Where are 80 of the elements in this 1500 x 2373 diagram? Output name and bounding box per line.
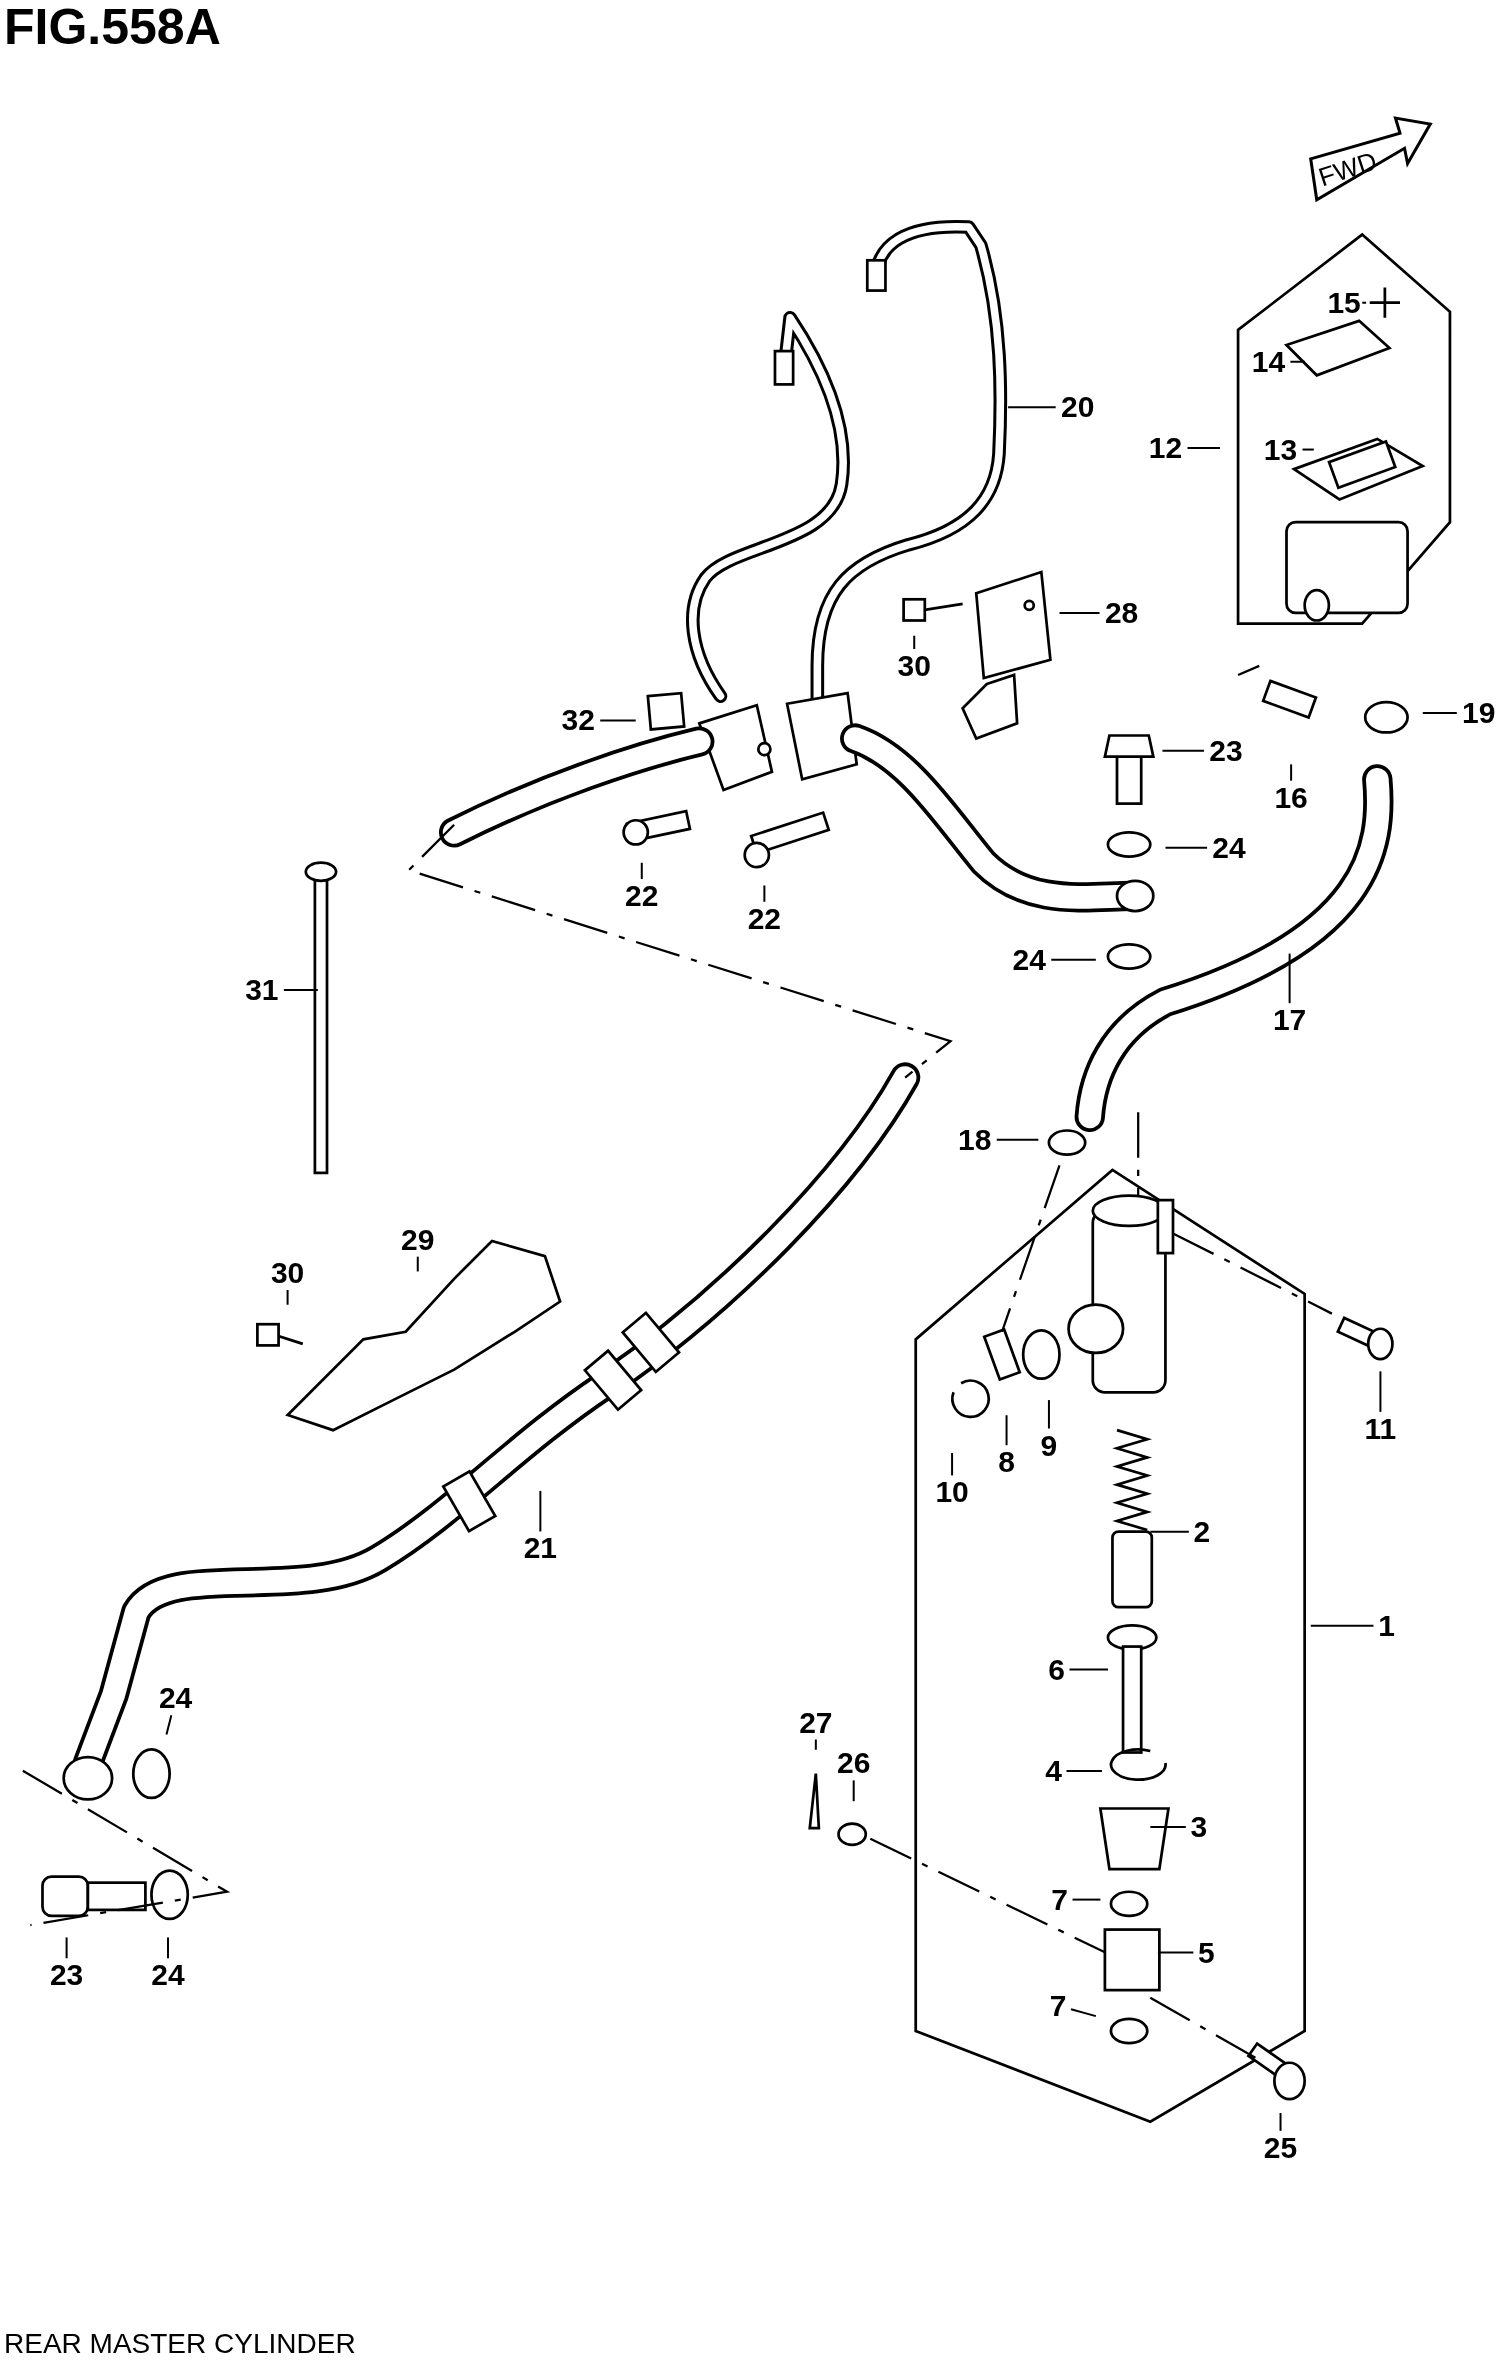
leader-line — [1164, 846, 1209, 849]
leader-line — [1186, 447, 1221, 450]
callout-number: 11 — [1364, 1413, 1397, 1444]
callout-number: 5 — [1198, 1937, 1215, 1968]
callout-number: 19 — [1462, 697, 1496, 728]
leader-line — [1421, 711, 1458, 714]
leader-line — [852, 1779, 855, 1803]
callout-number: 23 — [49, 1960, 84, 1991]
callout-number: 29 — [401, 1224, 435, 1255]
callout-number: 17 — [1272, 1005, 1307, 1036]
leader-line — [599, 719, 637, 722]
leader-line — [1070, 2008, 1097, 2018]
callout-number: 24 — [1012, 944, 1046, 975]
leader-line — [539, 1489, 542, 1533]
leader-line — [1289, 360, 1306, 363]
callout-number: 9 — [1040, 1430, 1058, 1461]
leader-line — [1005, 1414, 1008, 1447]
leader-line — [1149, 1825, 1187, 1828]
callout-number: 20 — [1061, 392, 1095, 423]
callout-number: 24 — [151, 1960, 185, 1991]
leader-line — [640, 861, 643, 881]
callout-number: 30 — [270, 1257, 305, 1288]
leader-line — [1309, 1624, 1375, 1627]
callout-number: 6 — [1048, 1654, 1065, 1685]
leader-line — [1379, 1370, 1382, 1413]
callout-number: 25 — [1263, 2132, 1298, 2163]
leader-line — [1071, 1898, 1102, 1901]
leader-line — [913, 634, 916, 650]
leader-line — [1156, 1951, 1195, 1954]
callout-number: 23 — [1209, 735, 1243, 766]
leader-line — [1361, 301, 1368, 304]
callout-number: 3 — [1190, 1811, 1208, 1842]
leader-line — [286, 1288, 289, 1306]
leader-line — [1149, 1530, 1190, 1533]
leader-line — [1007, 406, 1057, 409]
leader-line — [995, 1138, 1040, 1141]
leader-line — [1279, 2112, 1282, 2132]
callout-number: 16 — [1274, 782, 1308, 813]
callout-number: 12 — [1148, 433, 1183, 464]
callout-number: 10 — [935, 1477, 969, 1508]
leader-line — [1047, 1399, 1050, 1430]
leader-line — [1050, 958, 1097, 961]
callout-number: 13 — [1263, 434, 1298, 465]
callout-number: 31 — [245, 974, 279, 1005]
callout-number: 7 — [1051, 1884, 1068, 1915]
callout-number: 8 — [998, 1447, 1015, 1478]
callout-number: 27 — [799, 1707, 833, 1738]
callout-number: 22 — [625, 881, 659, 912]
leader-line — [951, 1452, 954, 1477]
leader-line — [1288, 952, 1291, 1005]
leader-line — [165, 1714, 173, 1736]
callout-number: 15 — [1327, 287, 1361, 318]
leader-line — [763, 884, 766, 903]
callout-number: 24 — [1212, 832, 1246, 863]
callout-number: 4 — [1045, 1755, 1062, 1786]
leader-line — [1290, 763, 1293, 782]
leader-line — [282, 988, 319, 991]
callout-number: 1 — [1378, 1610, 1395, 1641]
callout-number: 21 — [523, 1533, 558, 1564]
callout-number: 14 — [1251, 346, 1286, 377]
leader-line — [65, 1936, 68, 1960]
callout-number: 18 — [958, 1124, 992, 1155]
leader-line — [814, 1738, 817, 1751]
callout-number: 28 — [1104, 598, 1139, 628]
callout-number: 7 — [1049, 1990, 1067, 2021]
leader-line — [167, 1936, 169, 1960]
callout-number: 2 — [1193, 1516, 1211, 1547]
leader-line — [1161, 749, 1206, 752]
callout-number: 26 — [837, 1748, 871, 1779]
leader-line — [1065, 1769, 1103, 1772]
callout-number: 32 — [561, 705, 595, 736]
leader-line — [416, 1255, 419, 1273]
leader-line — [1058, 612, 1101, 614]
leader-line — [1068, 1668, 1109, 1671]
leader-line — [1301, 448, 1315, 451]
figure-caption: REAR MASTER CYLINDER — [4, 2330, 356, 2358]
callout-number: 22 — [747, 903, 782, 934]
figure-title: FIG.558A — [4, 2, 221, 52]
callout-number: 24 — [158, 1683, 193, 1714]
callout-number: 30 — [897, 651, 931, 681]
